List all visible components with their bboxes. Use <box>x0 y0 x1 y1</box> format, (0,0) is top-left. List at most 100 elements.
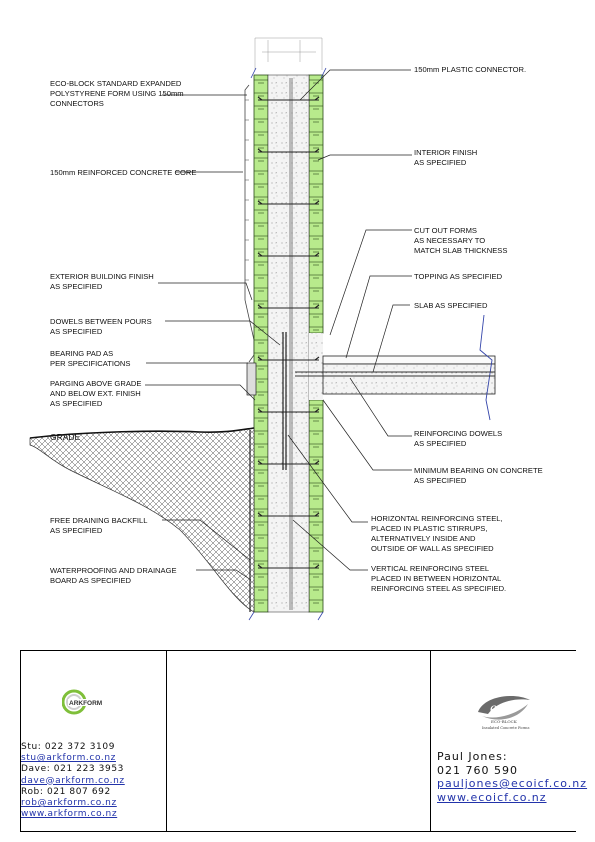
callout-horizontal-steel-2: PLACED IN PLASTIC STIRRUPS, <box>371 524 487 533</box>
eco-logo-sub1: ECO-BLOCK <box>491 719 518 724</box>
eco-block-logo: eco ECO-BLOCK Insulated Concrete Forms <box>478 696 530 730</box>
top-dimension-marks <box>254 37 323 70</box>
plastic-connector-tab <box>314 512 320 517</box>
callout-dowels-1: DOWELS BETWEEN POURS <box>50 317 152 326</box>
callout-slab: SLAB AS SPECIFIED <box>414 301 488 310</box>
plastic-connector-tab <box>257 148 263 153</box>
contact-link[interactable]: www.arkform.co.nz <box>21 809 118 820</box>
concrete-core <box>267 74 310 613</box>
callout-waterproofing-1: WATERPROOFING AND DRAINAGE <box>50 566 177 575</box>
callout-eco-block-form-1: ECO-BLOCK STANDARD EXPANDED <box>50 79 182 88</box>
callout-parging-1: PARGING ABOVE GRADE <box>50 379 141 388</box>
plastic-connector-tab <box>257 460 263 465</box>
eps-exterior-panel <box>253 74 269 613</box>
plastic-connector-tab <box>314 148 320 153</box>
title-block-blank-column <box>165 651 431 831</box>
callout-horizontal-steel-1: HORIZONTAL REINFORCING STEEL, <box>371 514 503 523</box>
callout-horizontal-steel-3: ALTERNATIVELY INSIDE AND <box>371 534 476 543</box>
callout-interior-finish-2: AS SPECIFIED <box>414 158 467 167</box>
title-block-eco-column <box>430 651 576 831</box>
callout-grade: GRADE <box>50 432 81 442</box>
concrete-bearing <box>309 333 323 400</box>
contact-text: 021 760 590 <box>437 763 518 777</box>
callout-parging-2: AND BELOW EXT. FINISH <box>50 389 141 398</box>
leader-lines-left <box>145 94 281 581</box>
plastic-connector-tab <box>314 460 320 465</box>
title-block <box>20 650 576 832</box>
eco-logo-sub2: Insulated Concrete Forms <box>482 726 530 730</box>
bearing-pad <box>246 362 257 396</box>
callout-cut-out-forms-3: MATCH SLAB THICKNESS <box>414 246 507 255</box>
arkform-logo: ARKFORM <box>62 689 108 715</box>
plastic-connector-tab <box>257 304 263 309</box>
contact-link[interactable]: stu@arkform.co.nz <box>21 753 116 764</box>
plastic-connectors <box>257 96 320 569</box>
callout-exterior-finish-1: EXTERIOR BUILDING FINISH <box>50 272 154 281</box>
contact-text: Dave: 021 223 3953 <box>21 764 124 775</box>
slab-topping <box>322 355 496 365</box>
callout-minimum-bearing-2: AS SPECIFIED <box>414 476 467 485</box>
plastic-connector-tab <box>257 200 263 205</box>
dowels-between-pours <box>282 332 287 470</box>
callout-concrete-core: 150mm REINFORCED CONCRETE CORE <box>50 168 196 177</box>
callout-minimum-bearing-1: MINIMUM BEARING ON CONCRETE <box>414 466 543 475</box>
callout-topping: TOPPING AS SPECIFIED <box>414 272 503 281</box>
callout-exterior-finish-2: AS SPECIFIED <box>50 282 103 291</box>
callout-reinforcing-dowels-1: REINFORCING DOWELS <box>414 429 502 438</box>
eco-logo-text: eco <box>490 701 511 715</box>
plastic-connector-tab <box>314 96 320 101</box>
callout-eco-block-form-2: POLYSTYRENE FORM USING 150mm <box>50 89 184 98</box>
contact-text: Rob: 021 807 692 <box>21 786 111 797</box>
callout-waterproofing-2: BOARD AS SPECIFIED <box>50 576 132 585</box>
contact-link[interactable]: rob@arkform.co.nz <box>21 798 117 809</box>
callout-dowels-2: AS SPECIFIED <box>50 327 103 336</box>
plastic-connector-tab <box>257 252 263 257</box>
callout-eco-block-form-3: CONNECTORS <box>50 99 104 108</box>
callout-backfill-1: FREE DRAINING BACKFILL <box>50 516 147 525</box>
contact-text: Stu: 022 372 3109 <box>21 742 116 752</box>
contact-text: Paul Jones: <box>437 750 508 763</box>
plastic-connector-tab <box>257 356 263 361</box>
plastic-connector-tab <box>314 200 320 205</box>
contact-link[interactable]: dave@arkform.co.nz <box>21 775 125 786</box>
contact-link[interactable]: www.ecoicf.co.nz <box>437 790 547 804</box>
callout-vertical-steel-3: REINFORCING STEEL AS SPECIFIED. <box>371 584 506 593</box>
callout-horizontal-steel-4: OUTSIDE OF WALL AS SPECIFIED <box>371 544 494 553</box>
concrete-slab <box>322 363 496 395</box>
arkform-logo-text: ARKFORM <box>69 700 102 707</box>
plastic-connector-tab <box>314 408 320 413</box>
contact-link[interactable]: pauljones@ecoicf.co.nz <box>437 777 588 790</box>
plastic-connector-tab <box>257 512 263 517</box>
exterior-finish-line <box>244 84 255 363</box>
plastic-connector-tab <box>314 304 320 309</box>
plastic-connector-tab <box>314 356 320 361</box>
leader-lines-right <box>287 69 412 571</box>
left-callouts: ECO-BLOCK STANDARD EXPANDED POLYSTYRENE … <box>50 79 196 585</box>
slab-break-line <box>479 314 493 421</box>
callout-cut-out-forms-2: AS NECESSARY TO <box>414 236 485 245</box>
plastic-connector-tab <box>314 252 320 257</box>
wall-edge-lines <box>248 67 327 621</box>
plastic-connector-tab <box>257 96 263 101</box>
callout-backfill-2: AS SPECIFIED <box>50 526 103 535</box>
grade-line <box>29 427 255 439</box>
callout-vertical-steel-2: PLACED IN BETWEEN HORIZONTAL <box>371 574 501 583</box>
callout-reinforcing-dowels-2: AS SPECIFIED <box>414 439 467 448</box>
callout-bearing-pad-1: BEARING PAD AS <box>50 349 113 358</box>
callout-parging-3: AS SPECIFIED <box>50 399 103 408</box>
plastic-connector-tab <box>314 564 320 569</box>
callout-interior-finish-1: INTERIOR FINISH <box>414 148 477 157</box>
reinforcing-dowels <box>295 371 495 377</box>
callout-cut-out-forms-1: CUT OUT FORMS <box>414 226 477 235</box>
callout-vertical-steel-1: VERTICAL REINFORCING STEEL <box>371 564 489 573</box>
plastic-connector-tab <box>257 408 263 413</box>
plastic-connector-tab <box>257 564 263 569</box>
exterior-finish-ticks <box>245 99 249 281</box>
vertical-reinforcing-steel <box>289 78 293 610</box>
eps-interior-panel-lower <box>308 399 324 613</box>
callout-bearing-pad-2: PER SPECIFICATIONS <box>50 359 130 368</box>
right-callouts: 150mm PLASTIC CONNECTOR. INTERIOR FINISH… <box>371 65 543 593</box>
